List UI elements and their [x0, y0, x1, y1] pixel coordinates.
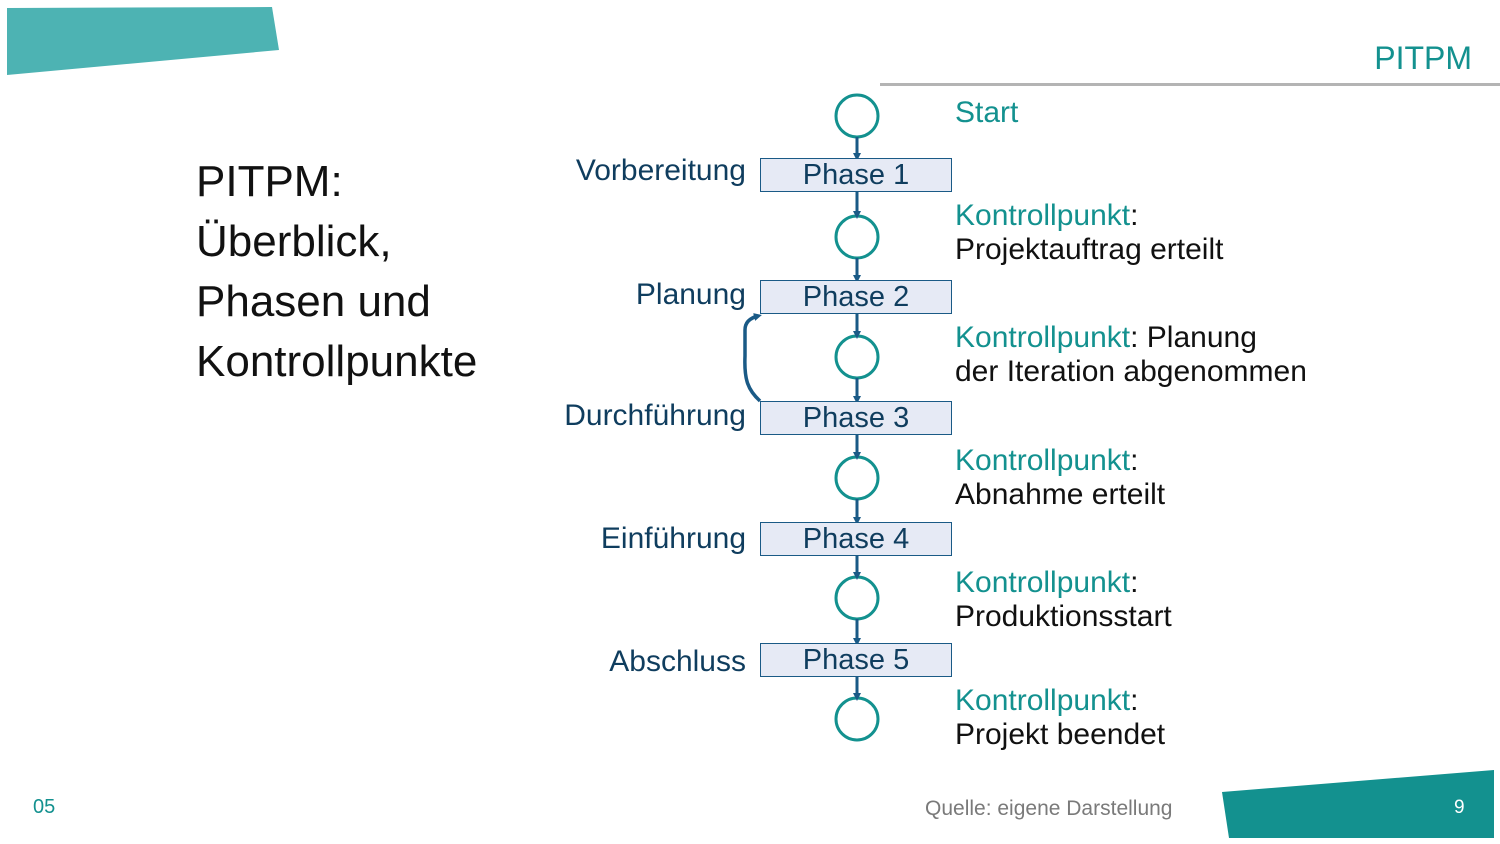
- checkpoint-node-circle: [834, 334, 880, 380]
- checkpoint-text: der Iteration abgenommen: [955, 355, 1307, 388]
- checkpoint-4: Kontrollpunkt: Produktionsstart: [955, 566, 1172, 633]
- phase-label-abschluss: Abschluss: [609, 645, 746, 678]
- top-left-accent-shape: [7, 7, 279, 75]
- checkpoint-keyword: Kontrollpunkt: [955, 199, 1131, 232]
- checkpoint-text: Projekt beendet: [955, 718, 1166, 751]
- page-number: 9: [1454, 797, 1465, 818]
- title-line: Überblick,: [196, 217, 392, 266]
- title-line: Phasen und: [196, 277, 431, 326]
- source-note: Quelle: eigene Darstellung: [925, 797, 1173, 820]
- section-number: 05: [33, 796, 56, 818]
- flow-connectors: [743, 93, 880, 742]
- checkpoint-text: Abnahme erteilt: [955, 478, 1166, 511]
- phase-2-box: Phase 2: [760, 280, 952, 314]
- checkpoint-rest: Planung: [1138, 321, 1257, 354]
- checkpoint-node-circle: [834, 214, 880, 260]
- checkpoint-keyword: Kontrollpunkt: [955, 566, 1131, 599]
- phase-5-box: Phase 5: [760, 643, 952, 677]
- checkpoint-keyword: Kontrollpunkt: [955, 684, 1131, 717]
- checkpoint-5: Kontrollpunkt: Projekt beendet: [955, 684, 1166, 751]
- checkpoint-node-circle: [834, 455, 880, 501]
- iteration-loop-arrow: [743, 313, 762, 403]
- phase-1-box: Phase 1: [760, 158, 952, 192]
- checkpoint-keyword: Kontrollpunkt: [955, 444, 1131, 477]
- phase-4-box: Phase 4: [760, 522, 952, 556]
- phase-label-durchfuehrung: Durchführung: [564, 399, 746, 432]
- header-divider: [880, 83, 1500, 86]
- phase-label-einfuehrung: Einführung: [600, 522, 746, 555]
- start-label: Start: [955, 96, 1019, 129]
- checkpoint-1: Kontrollpunkt: Projektauftrag erteilt: [955, 199, 1224, 266]
- checkpoint-keyword: Kontrollpunkt: [955, 321, 1131, 354]
- bottom-right-accent-shape: [1222, 770, 1494, 838]
- checkpoint-2: Kontrollpunkt: Planung der Iteration abg…: [955, 321, 1307, 388]
- title-line: PITPM:: [196, 157, 343, 206]
- title-line: Kontrollpunkte: [196, 337, 478, 386]
- checkpoint-text: Produktionsstart: [955, 600, 1172, 633]
- phase-label-vorbereitung: Vorbereitung: [575, 154, 746, 187]
- checkpoint-node-circle: [834, 575, 880, 621]
- phase-3-box: Phase 3: [760, 401, 952, 435]
- checkpoint-node-circle: [834, 696, 880, 742]
- start-node-circle: [834, 93, 880, 139]
- phase-label-planung: Planung: [635, 278, 746, 311]
- slide-title: PITPM: Überblick, Phasen und Kontrollpun…: [196, 152, 477, 392]
- brand-label: PITPM: [1374, 40, 1472, 76]
- checkpoint-text: Projektauftrag erteilt: [955, 233, 1224, 266]
- checkpoint-3: Kontrollpunkt: Abnahme erteilt: [955, 444, 1166, 511]
